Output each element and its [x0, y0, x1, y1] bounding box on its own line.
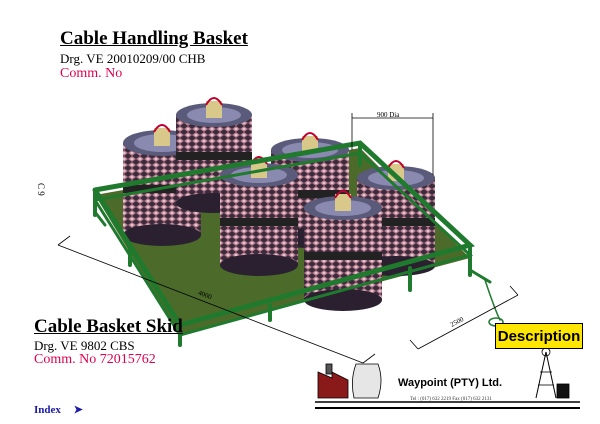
skid-drawing-number: Drg. VE 9802 CBS	[34, 338, 135, 353]
description-button[interactable]: Description	[495, 323, 583, 349]
cable-baskets	[123, 97, 435, 311]
company-logo	[315, 347, 580, 409]
index-label: Index	[34, 404, 61, 416]
cable-basket	[220, 156, 298, 276]
skid-comm-number: Comm. No 72015762	[34, 352, 156, 367]
comm-number: Comm. No	[60, 66, 123, 81]
company-name: Waypoint (PTY) Ltd.	[398, 377, 503, 389]
page-title: Cable Handling Basket	[60, 28, 248, 49]
index-link[interactable]: Index ➤	[34, 403, 83, 416]
dimension-lines	[57, 113, 519, 364]
drawing-number: Drg. VE 20010209/00 CHB	[60, 51, 206, 66]
skid-title: Cable Basket Skid	[34, 316, 183, 337]
diameter-dimension: 900 Dia	[377, 111, 400, 119]
company-contact: Tel : (017) 632 2219 Fax (017) 632 2131	[410, 397, 492, 402]
skid-frame	[92, 140, 504, 347]
cable-basket	[304, 190, 382, 311]
arrow-right-icon: ➤	[73, 404, 83, 416]
